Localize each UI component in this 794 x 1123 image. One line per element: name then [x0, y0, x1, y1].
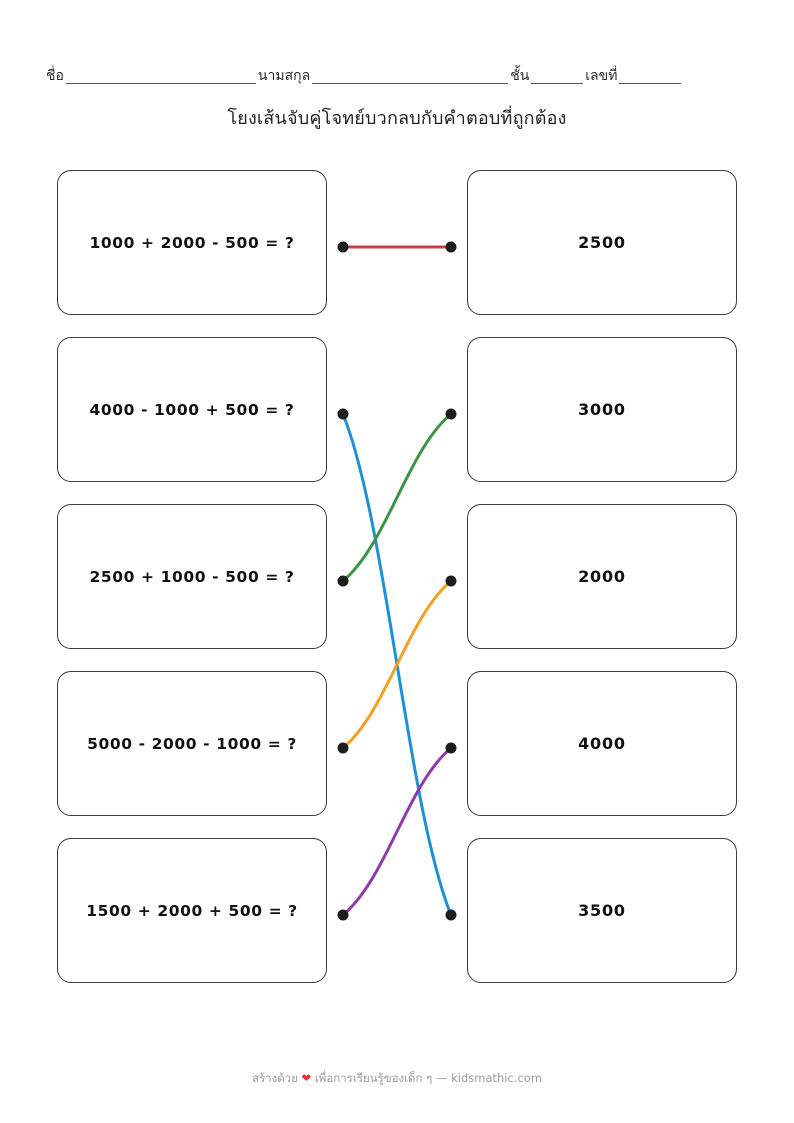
connector-line[interactable]: [341, 412, 453, 583]
connector-line[interactable]: [341, 412, 453, 917]
answer-text: 3500: [578, 901, 626, 920]
name-input[interactable]: [65, 68, 256, 84]
connector-dot[interactable]: [337, 742, 349, 754]
problem-text: 1500 + 2000 + 500 = ?: [86, 901, 298, 920]
connector-dot[interactable]: [445, 241, 457, 253]
connector-dot[interactable]: [445, 575, 457, 587]
answer-text: 4000: [578, 734, 626, 753]
number-input[interactable]: [619, 68, 682, 84]
connector-line[interactable]: [341, 746, 453, 917]
footer-credit: สร้างด้วย ❤ เพื่อการเรียนรู้ของเด็ก ๆ — …: [0, 1070, 794, 1088]
answer-text: 3000: [578, 400, 626, 419]
answer-text: 2500: [578, 233, 626, 252]
problem-text: 1000 + 2000 - 500 = ?: [89, 233, 295, 252]
surname-label: นามสกุล: [257, 68, 311, 84]
problem-card-3[interactable]: 2500 + 1000 - 500 = ?: [57, 504, 327, 649]
problem-text: 2500 + 1000 - 500 = ?: [89, 567, 295, 586]
connector-dot[interactable]: [337, 241, 349, 253]
problem-card-5[interactable]: 1500 + 2000 + 500 = ?: [57, 838, 327, 983]
surname-input[interactable]: [312, 68, 509, 84]
answer-card-1[interactable]: 2500: [467, 170, 737, 315]
worksheet-title: โยงเส้นจับคู่โจทย์บวกลบกับคำตอบที่ถูกต้อ…: [227, 108, 567, 129]
problem-card-1[interactable]: 1000 + 2000 - 500 = ?: [57, 170, 327, 315]
footer-suffix: เพื่อการเรียนรู้ของเด็ก ๆ — kidsmathic.c…: [314, 1071, 543, 1085]
connector-dot[interactable]: [445, 742, 457, 754]
problem-card-4[interactable]: 5000 - 2000 - 1000 = ?: [57, 671, 327, 816]
answer-card-5[interactable]: 3500: [467, 838, 737, 983]
class-label: ชั้น: [510, 68, 530, 84]
answer-text: 2000: [578, 567, 626, 586]
class-input[interactable]: [531, 68, 584, 84]
heart-icon: ❤: [301, 1071, 312, 1085]
connector-line[interactable]: [341, 579, 453, 750]
problem-card-2[interactable]: 4000 - 1000 + 500 = ?: [57, 337, 327, 482]
connector-dot[interactable]: [445, 408, 457, 420]
student-info-line: ชื่อ นามสกุล ชั้น เลขที่: [46, 58, 748, 84]
connector-dot[interactable]: [337, 575, 349, 587]
footer-prefix: สร้างด้วย: [251, 1071, 298, 1085]
connector-dot[interactable]: [337, 408, 349, 420]
answer-card-4[interactable]: 4000: [467, 671, 737, 816]
problem-text: 4000 - 1000 + 500 = ?: [89, 400, 295, 419]
number-label: เลขที่: [585, 68, 618, 84]
connector-dot[interactable]: [337, 909, 349, 921]
name-label: ชื่อ: [46, 68, 64, 84]
answer-card-3[interactable]: 2000: [467, 504, 737, 649]
problem-text: 5000 - 2000 - 1000 = ?: [87, 734, 297, 753]
connector-dot[interactable]: [445, 909, 457, 921]
answer-card-2[interactable]: 3000: [467, 337, 737, 482]
